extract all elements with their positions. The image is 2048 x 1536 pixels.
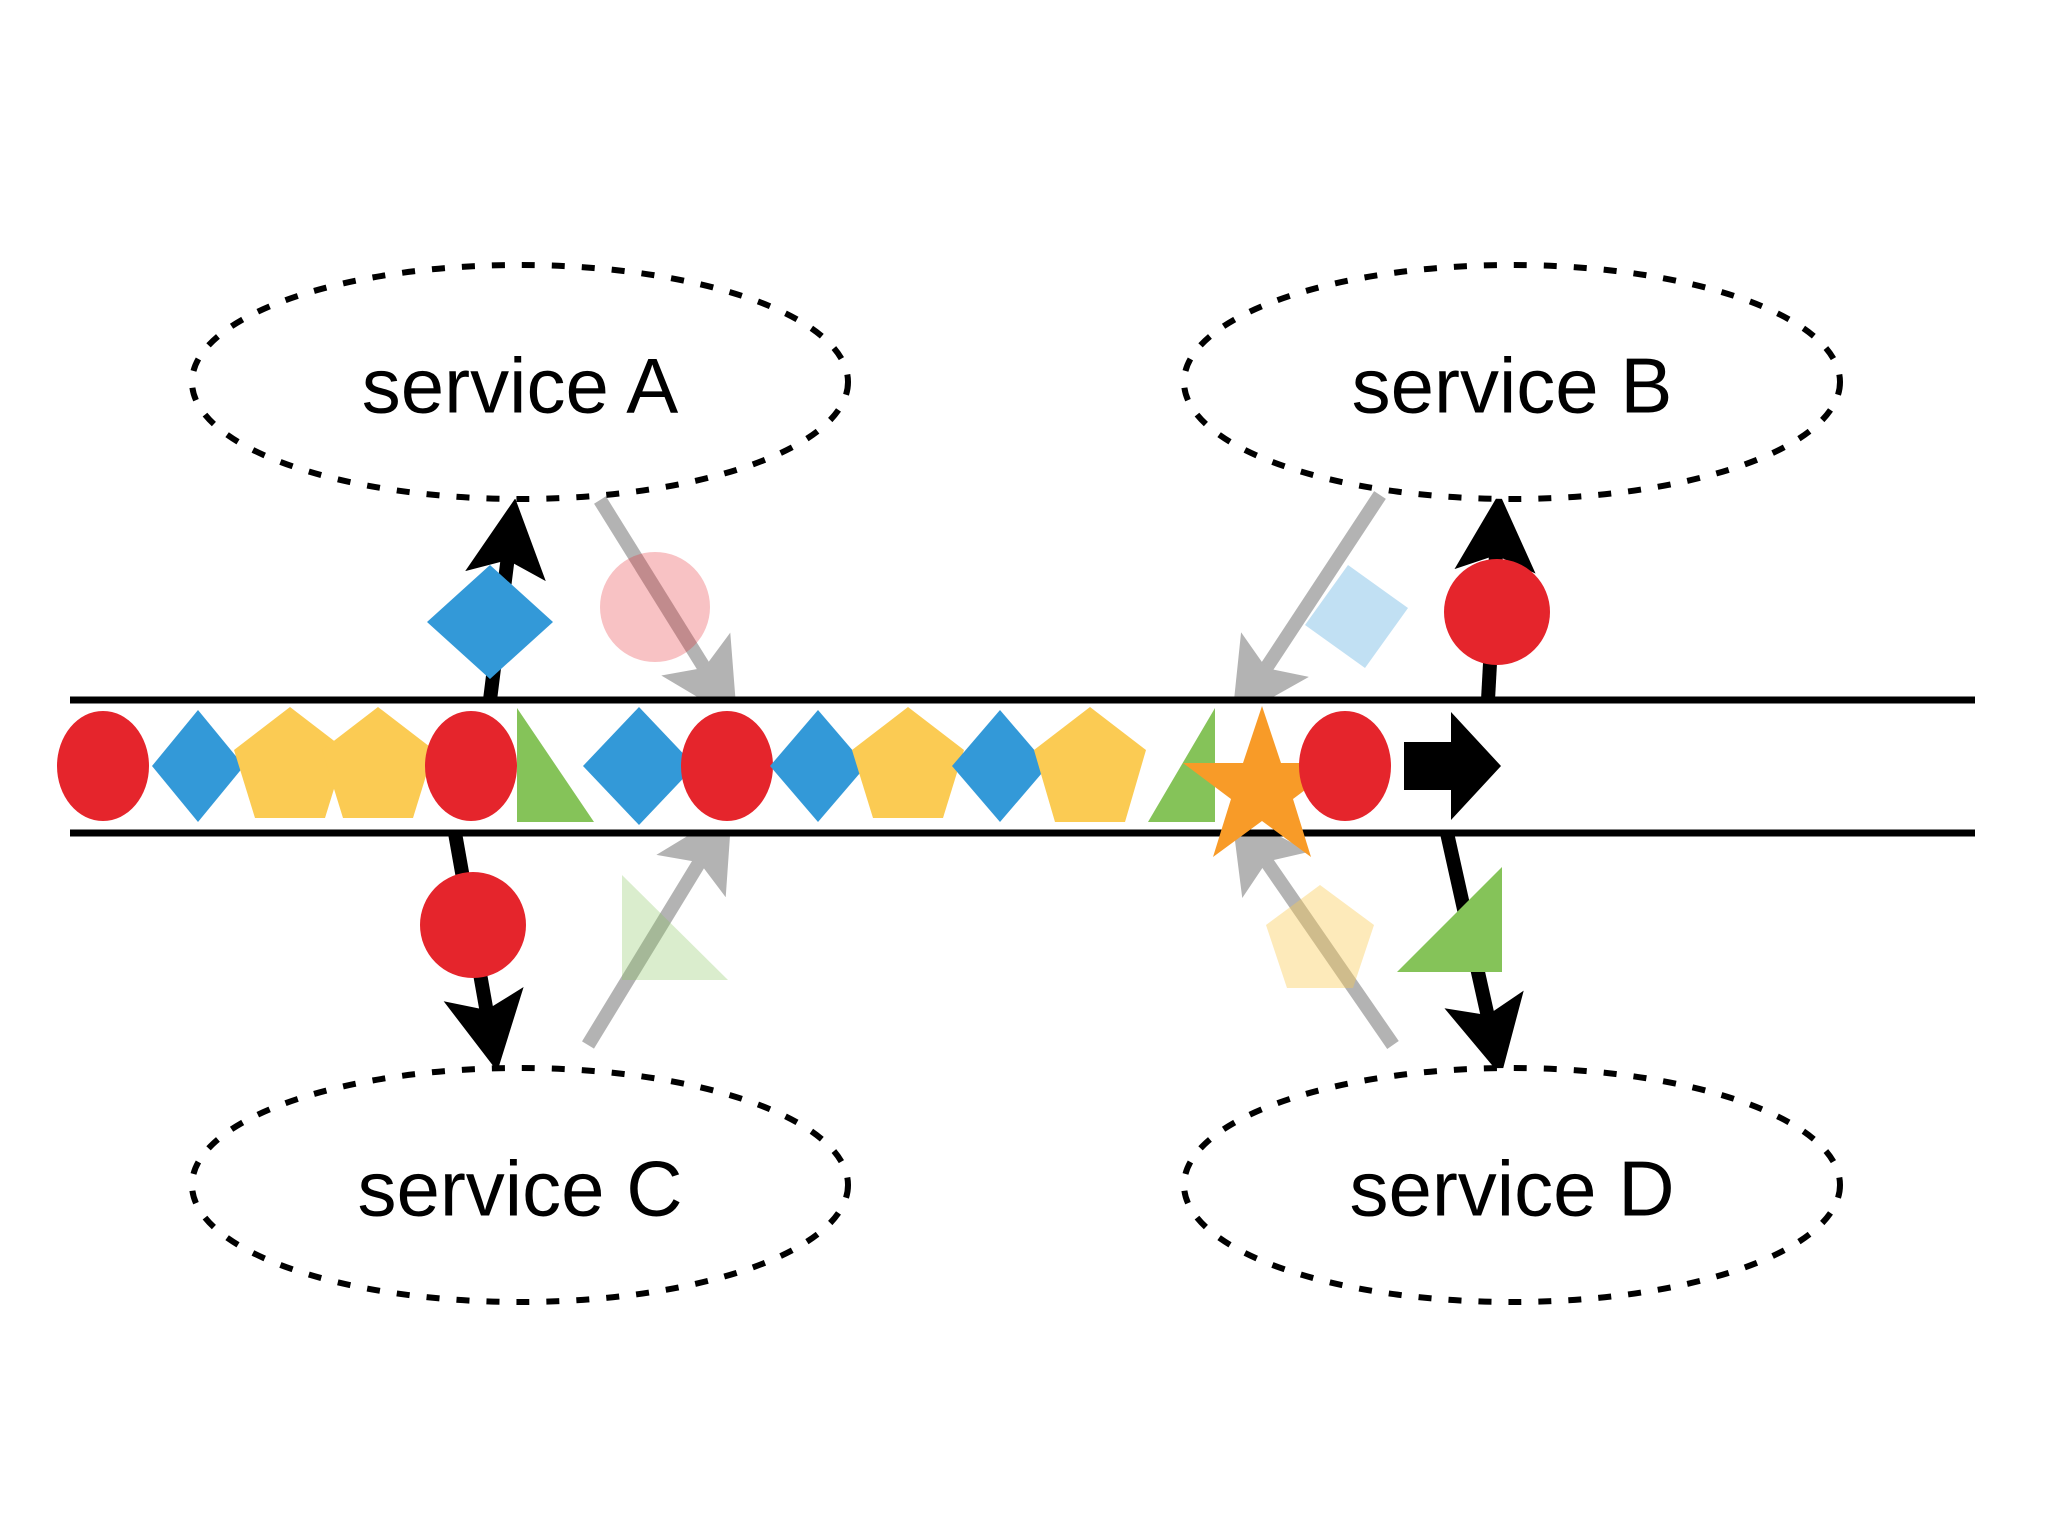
stream-record-diamond[interactable]	[152, 710, 244, 822]
service-c-ellipse	[189, 1065, 851, 1305]
flow-a-produce-arrow	[594, 496, 738, 721]
stream-record-pentagon[interactable]	[234, 707, 346, 818]
flow-b-produce-arrow	[1231, 491, 1386, 721]
stream-record-diamond[interactable]	[770, 710, 866, 822]
record-d-consume-triangle	[1397, 867, 1502, 972]
record-c-produce-triangle-faded	[622, 875, 728, 980]
stream-record-pentagon[interactable]	[852, 707, 964, 818]
record-b-produce-diamond-faded	[1305, 565, 1408, 668]
flow-a-produce[interactable]	[594, 496, 738, 721]
stream-record-triangle[interactable]	[1148, 708, 1215, 822]
stream-record-circle[interactable]	[681, 711, 773, 821]
service-a-ellipse	[189, 262, 851, 502]
service-b-label: service B	[1352, 342, 1673, 430]
stream-record-diamond[interactable]	[952, 710, 1048, 822]
service-node-b[interactable]: service B	[1181, 262, 1843, 502]
flow-c-produce[interactable]	[582, 809, 732, 1049]
service-a-label: service A	[362, 342, 678, 430]
stream-records	[57, 706, 1501, 857]
service-node-c[interactable]: service C	[189, 1065, 851, 1305]
services-layer: service A service B service C service D	[189, 262, 1843, 1305]
service-b-ellipse	[1181, 262, 1843, 502]
service-d-label: service D	[1349, 1145, 1674, 1233]
event-stream-band[interactable]	[57, 696, 1975, 857]
stream-record-pentagon[interactable]	[1034, 707, 1146, 822]
stream-record-arrow[interactable]	[1404, 712, 1501, 820]
record-d-produce-pentagon-faded	[1266, 885, 1374, 988]
stream-record-diamond[interactable]	[583, 707, 695, 825]
record-a-produce-circle-faded	[600, 552, 710, 662]
flow-c-produce-arrow	[582, 809, 732, 1049]
flow-d-produce-arrow	[1231, 810, 1399, 1049]
flow-d-produce[interactable]	[1231, 810, 1399, 1049]
service-d-ellipse	[1181, 1065, 1843, 1305]
stream-record-pentagon[interactable]	[322, 707, 434, 818]
record-b-consume-circle	[1444, 559, 1550, 665]
record-a-consume-diamond	[427, 565, 553, 679]
stream-record-star[interactable]	[1183, 706, 1341, 857]
service-c-label: service C	[357, 1145, 682, 1233]
stream-record-triangle[interactable]	[517, 708, 594, 822]
service-node-d[interactable]: service D	[1181, 1065, 1843, 1305]
stream-record-circle[interactable]	[57, 711, 149, 821]
stream-record-circle[interactable]	[425, 711, 517, 821]
record-c-consume-circle	[420, 872, 526, 978]
flow-b-produce[interactable]	[1231, 491, 1386, 721]
in-flight-records-layer	[420, 552, 1550, 988]
service-node-a[interactable]: service A	[189, 262, 851, 502]
stream-record-circle[interactable]	[1299, 711, 1391, 821]
